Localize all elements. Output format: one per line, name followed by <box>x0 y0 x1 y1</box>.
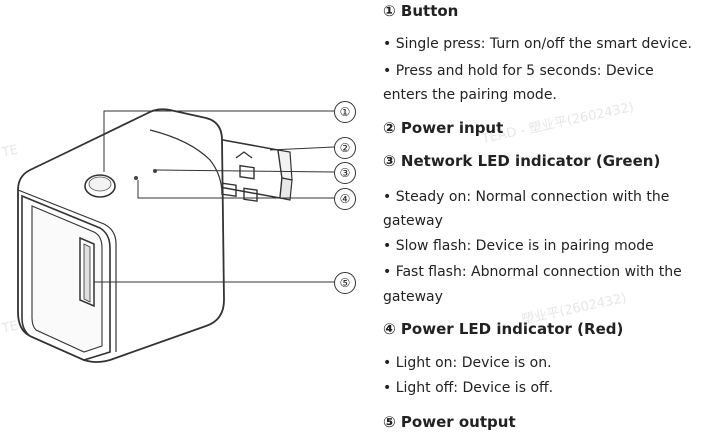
usb-output-port <box>79 236 95 308</box>
button-heading: ① Button <box>383 2 459 20</box>
callout-4: ④ <box>334 188 356 210</box>
power-led-heading: ④ Power LED indicator (Red) <box>383 320 624 338</box>
callout-1: ① <box>334 101 356 123</box>
power-led <box>134 176 138 180</box>
network-led-line: • Slow flash: Device is in pairing mode <box>383 238 654 254</box>
button-line: • Press and hold for 5 seconds: Device <box>383 63 654 79</box>
network-led-heading: ③ Network LED indicator (Green) <box>383 152 661 170</box>
device-body <box>17 108 225 363</box>
callout-3: ③ <box>334 162 356 184</box>
network-led-line: gateway <box>383 289 443 305</box>
network-led-line: gateway <box>383 213 443 229</box>
power-led-line: • Light on: Device is on. <box>383 355 552 371</box>
callout-5: ⑤ <box>334 272 356 294</box>
power-button <box>84 174 116 198</box>
button-line: • Single press: Turn on/off the smart de… <box>383 36 692 52</box>
leader-lines <box>94 110 335 283</box>
power-input-heading: ② Power input <box>383 119 504 137</box>
device-diagram: ① ② ③ ④ ⑤ <box>17 101 356 363</box>
button-line: enters the pairing mode. <box>383 87 557 103</box>
power-led-line: • Light off: Device is off. <box>383 380 554 396</box>
power-output-heading: ⑤ Power output <box>383 413 516 431</box>
network-led-line: • Steady on: Normal connection with the <box>383 189 670 205</box>
usb-adapter-illustration <box>17 108 335 363</box>
callout-2: ② <box>334 137 356 159</box>
network-led-line: • Fast flash: Abnormal connection with t… <box>383 264 682 280</box>
usb-plug <box>211 137 293 202</box>
